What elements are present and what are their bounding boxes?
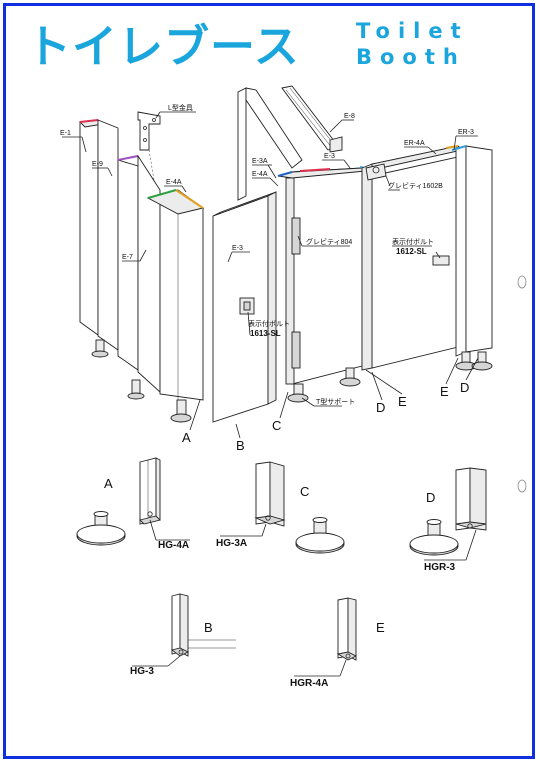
tall-pilaster: [237, 87, 247, 201]
label-gravity-804: グレビティ804: [306, 237, 352, 246]
label-e9: E-9: [92, 161, 103, 168]
detail-e: E HGR-4A: [290, 597, 385, 689]
label-er3: ER-3: [458, 129, 474, 136]
label-bolt-left-1: 表示付ボルト: [248, 319, 290, 328]
letter-b: B: [236, 438, 245, 453]
title-japanese: トイレブース: [26, 20, 300, 73]
detail-c: C HG-3A: [216, 461, 345, 554]
detail-b-part: HG-3: [130, 666, 154, 677]
label-bolt-right-2: 1612-SL: [396, 247, 427, 256]
detail-d-letter: D: [426, 490, 435, 505]
letter-e1: E: [398, 394, 407, 409]
end-panel: [465, 145, 493, 353]
letter-c: C: [272, 418, 281, 433]
panel-e1: [79, 119, 99, 336]
detail-c-part: HG-3A: [216, 538, 247, 549]
foot-1-base: [91, 350, 109, 358]
label-er4a: ER-4A: [404, 140, 425, 147]
front-panel-left: [291, 167, 363, 385]
detail-c-letter: C: [300, 484, 309, 499]
foot-3-base: [170, 413, 192, 423]
end-pilaster: [455, 145, 467, 357]
label-e1: E-1: [60, 130, 71, 137]
label-bolt-right-1: 表示付ボルト: [392, 237, 434, 246]
detail-a-letter: A: [104, 476, 113, 491]
detail-b: B HG-3: [130, 593, 236, 677]
foot-d2: [471, 361, 493, 371]
l-bracket: [137, 111, 161, 181]
letter-d1: D: [376, 400, 385, 415]
label-gravity-1602b: グレビティ1602B: [388, 181, 443, 190]
center-pilaster: [361, 163, 373, 371]
detail-a-part: HG-4A: [158, 540, 189, 551]
label-e3a: E-3A: [252, 158, 268, 165]
panel-e9: [117, 159, 139, 371]
label-e7: E-7: [122, 254, 133, 261]
label-e4a-left: E-4A: [166, 179, 182, 186]
left-partition-group: [79, 119, 205, 423]
letter-e2: E: [440, 384, 449, 399]
detail-a: A HG-4A: [76, 457, 190, 551]
hinge-lower: [291, 331, 301, 369]
label-e4a-mid: E-4A: [252, 171, 268, 178]
center-assembly: [237, 85, 493, 403]
hinge-upper: [291, 217, 301, 255]
label-l-bracket: L型金具: [168, 103, 193, 112]
header-rail: [245, 87, 303, 169]
label-e8: E-8: [344, 113, 355, 120]
door-edge-side: [267, 191, 277, 405]
detail-d-part: HGR-3: [424, 562, 456, 573]
latch-right: [432, 255, 450, 266]
label-e3-mid: E-3: [324, 153, 335, 160]
rail-e8-end: [329, 136, 343, 153]
foot-d: [339, 377, 361, 387]
letter-a: A: [182, 430, 191, 445]
title-english-line1: Toilet: [356, 19, 469, 43]
detail-e-letter: E: [376, 620, 385, 635]
foot-2-base: [127, 392, 145, 400]
page-border: [3, 3, 535, 759]
pilaster-left: [159, 189, 204, 401]
punch-hole-1: [517, 275, 527, 289]
label-t-support: T型サポート: [316, 397, 355, 406]
panel-e9-side: [97, 119, 119, 351]
detail-d: D HGR-3: [409, 467, 487, 573]
title-english: Toilet Booth: [356, 18, 469, 70]
detail-e-part: HGR-4A: [290, 678, 328, 689]
label-e3-door: E-3: [232, 245, 243, 252]
hinge-pilaster: [285, 177, 295, 385]
part-labels: E-1 E-9 E-7 E-4A E-3 L型金具 E-8 E-3A E-4A …: [60, 103, 474, 406]
label-bolt-left-2: 1613-SL: [250, 329, 281, 338]
position-letters: A B C D E E D: [182, 380, 469, 453]
panel-e7: [137, 154, 161, 394]
leader-lines: [62, 111, 479, 439]
punch-hole-2: [517, 479, 527, 493]
t-support-base: [287, 393, 309, 403]
letter-d2: D: [460, 380, 469, 395]
title-english-line2: Booth: [356, 45, 466, 69]
detail-b-letter: B: [204, 620, 213, 635]
door-b: [212, 191, 277, 423]
